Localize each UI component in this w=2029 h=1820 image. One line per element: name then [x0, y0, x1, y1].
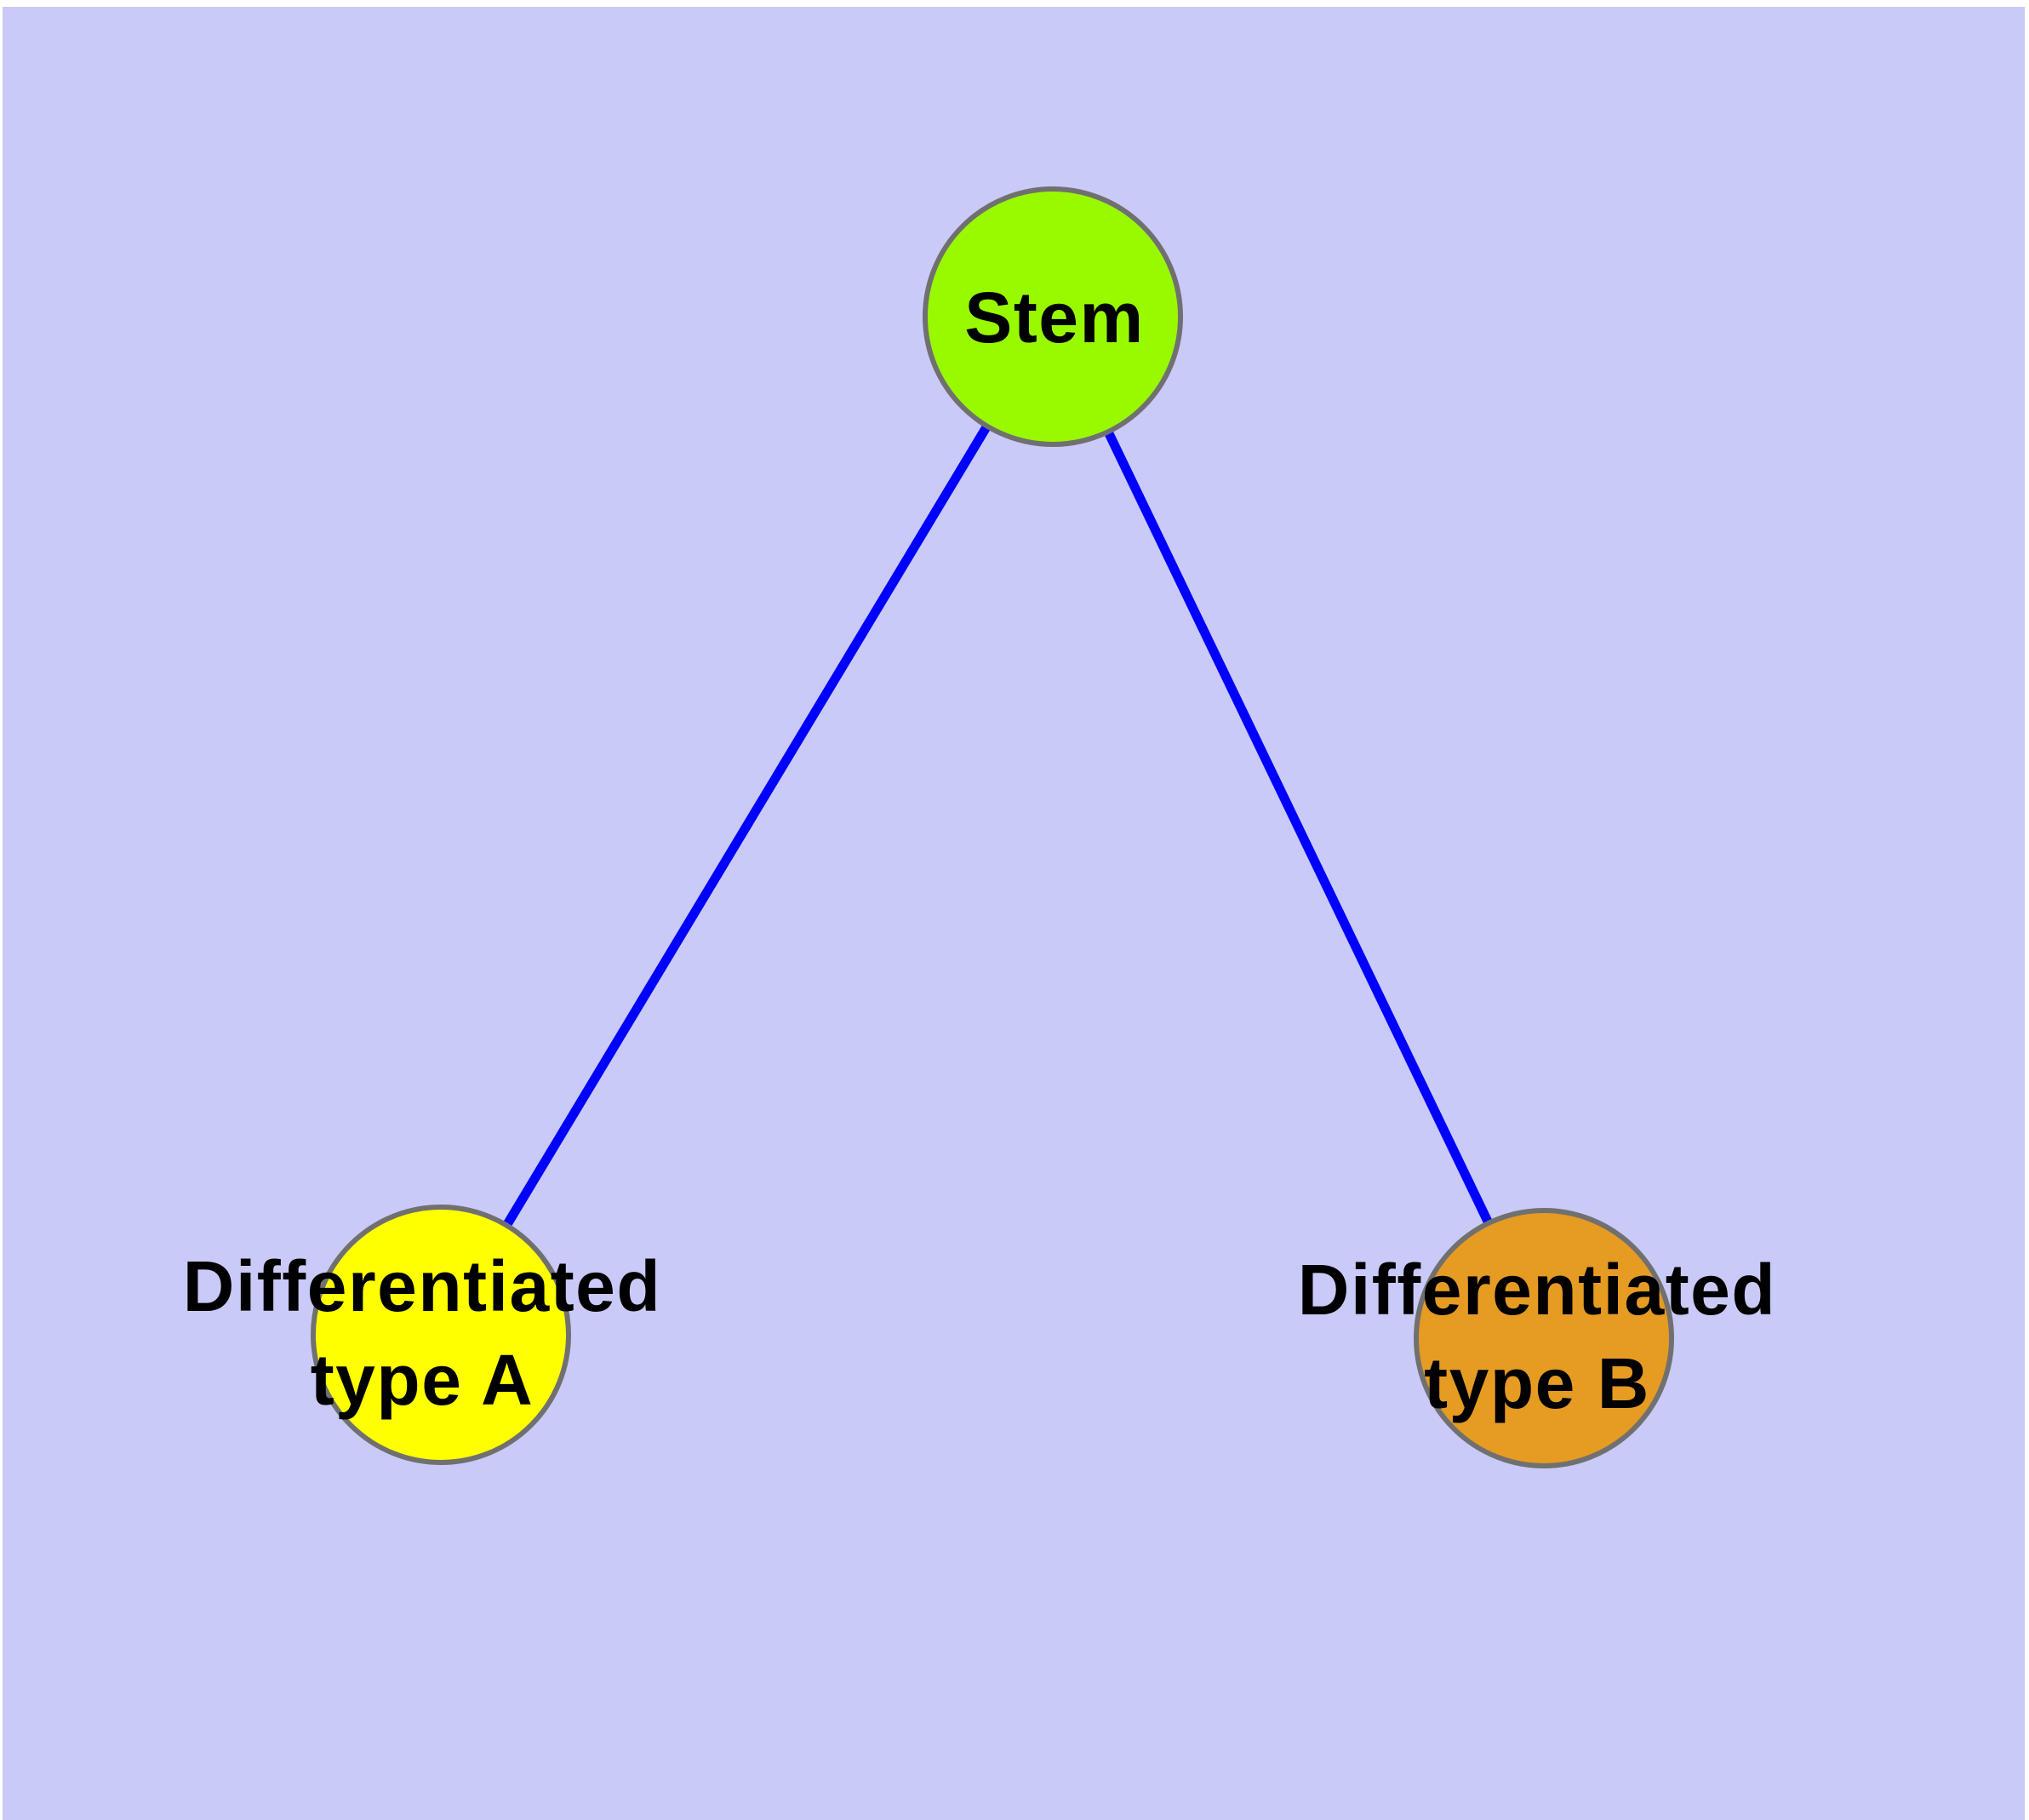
node-type-a-label-line2: type A — [311, 1340, 534, 1420]
edge-layer — [437, 314, 1548, 1341]
node-differentiated-type-a — [311, 1205, 571, 1465]
node-layer — [311, 186, 1674, 1468]
edge-stem-to-type-a — [437, 314, 1057, 1337]
node-type-a-label-line1: Differentiated — [183, 1246, 661, 1326]
edge-stem-to-type-b — [1049, 314, 1548, 1341]
node-stem-label: Stem — [964, 278, 1144, 358]
node-type-b-label-line1: Differentiated — [1298, 1250, 1776, 1330]
label-layer: Stem Differentiated type A Differentiate… — [183, 278, 1776, 1423]
node-type-b-label-line2: type B — [1424, 1343, 1650, 1423]
node-differentiated-type-b — [1414, 1208, 1674, 1468]
node-stem — [923, 186, 1183, 447]
